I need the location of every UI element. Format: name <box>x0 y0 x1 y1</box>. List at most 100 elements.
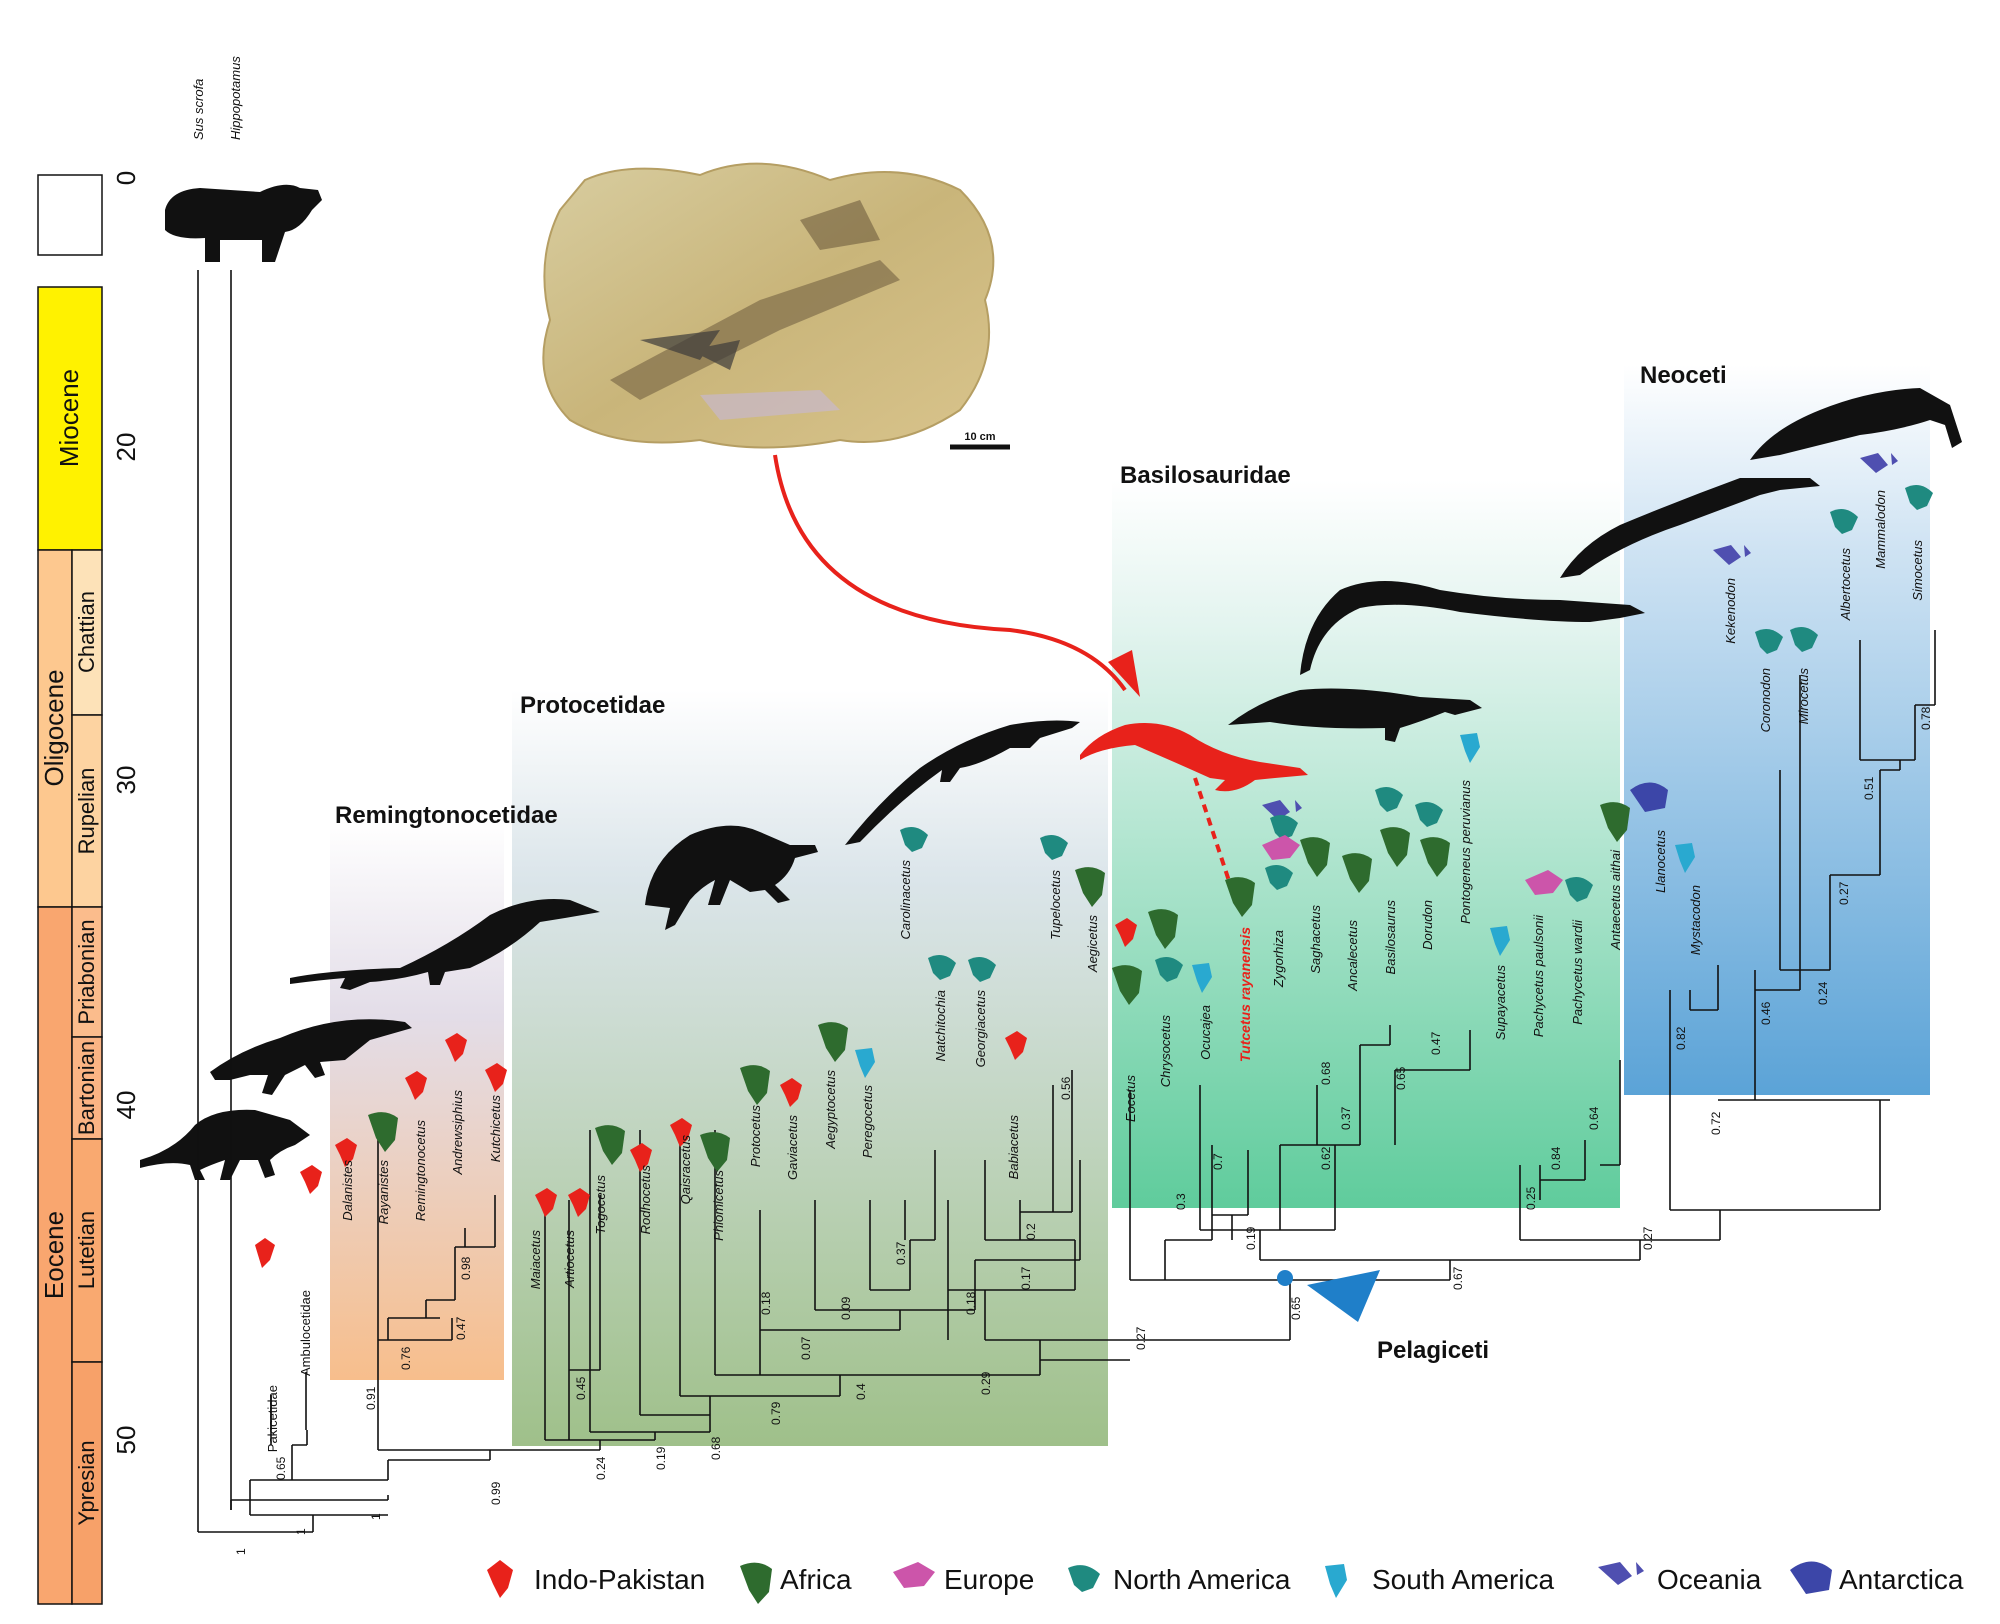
remingtonocetidae-box <box>330 820 504 1380</box>
support-value: 0.47 <box>454 1316 468 1340</box>
geologic-time-scale: Miocene Oligocene Eocene Chattian Rupeli… <box>37 171 141 1605</box>
support-value: 0.07 <box>799 1336 813 1360</box>
tick-50: 50 <box>111 1426 141 1455</box>
taxon-label: Dorudon <box>1420 900 1435 950</box>
stage-chattian: Chattian <box>74 591 99 673</box>
support-value: 0.56 <box>1059 1076 1073 1100</box>
support-value: 0.17 <box>1019 1266 1033 1290</box>
indo-pakistan-icon <box>1005 1031 1027 1060</box>
tick-0: 0 <box>111 171 141 185</box>
tutcetus-silhouette <box>1080 722 1308 792</box>
support-value: 0.7 <box>1211 1153 1225 1170</box>
ypresian-box <box>71 1361 103 1605</box>
protocetid-walking-silhouette <box>645 825 818 930</box>
basilosaurid-silhouette <box>1228 688 1482 742</box>
support-value: 0.19 <box>654 1446 668 1470</box>
legend-oceania-icon <box>1598 1562 1644 1585</box>
support-value: 0.37 <box>1339 1106 1353 1130</box>
clade-basilosauridae: Basilosauridae <box>1120 462 1291 489</box>
taxon-label: Rayanistes <box>376 1160 391 1225</box>
support-value: 0.65 <box>1289 1296 1303 1320</box>
legend-africa: Africa <box>780 1564 852 1595</box>
taxon-label: Protocetus <box>748 1105 763 1168</box>
taxon-label: Dalanistes <box>340 1160 355 1221</box>
clade-protocetidae: Protocetidae <box>520 692 665 719</box>
support-value: 0.62 <box>1319 1146 1333 1170</box>
ambulocetid-silhouette <box>210 1019 412 1095</box>
taxon-label: Qaisracetus <box>678 1135 693 1205</box>
north-america-icon <box>968 956 996 982</box>
africa-icon <box>1300 837 1330 877</box>
indo-pakistan-icon <box>255 1238 275 1268</box>
support-value: 0.68 <box>709 1436 723 1460</box>
oceania-icon <box>1713 545 1751 565</box>
north-america-icon <box>1265 864 1293 890</box>
fossil-photo: 10 cm <box>542 162 1010 450</box>
tutcetus-link <box>1193 777 1234 891</box>
tick-20: 20 <box>111 433 141 462</box>
support-value: 0.82 <box>1674 1026 1688 1050</box>
support-value: 0.27 <box>1641 1226 1655 1250</box>
africa-icon <box>1420 837 1450 877</box>
legend-africa-icon <box>740 1562 772 1604</box>
miocene-box <box>37 286 103 551</box>
taxon-label: Natchitochia <box>933 990 948 1062</box>
africa-icon <box>1075 867 1105 907</box>
north-america-icon <box>1905 484 1933 510</box>
epoch-eocene: Eocene <box>39 1211 69 1299</box>
fossil-pointer-arrow <box>773 454 1127 692</box>
chattian-box <box>71 549 103 716</box>
legend-antarctica: Antarctica <box>1839 1564 1964 1595</box>
pakicetid-silhouette <box>140 1109 310 1180</box>
taxon-label: Pakicetidae <box>265 1385 280 1452</box>
taxon-label: Chrysocetus <box>1158 1015 1173 1088</box>
indo-pakistan-icon <box>670 1118 692 1147</box>
tutcetus-label: Tutcetus rayanensis <box>1237 927 1253 1062</box>
support-value: 0.25 <box>1524 1186 1538 1210</box>
legend-south-america-icon <box>1325 1564 1347 1598</box>
taxon-label: Mirocetus <box>1796 668 1811 725</box>
fossil-pointer-arrowhead <box>1108 650 1140 697</box>
support-value: 0.2 <box>1024 1223 1038 1240</box>
stage-priabonian: Priabonian <box>74 919 99 1024</box>
lutetian-box <box>71 1138 103 1363</box>
north-america-icon <box>1790 626 1818 652</box>
taxon-label: Sus scrofa <box>191 79 206 140</box>
africa-icon <box>700 1132 730 1172</box>
indo-pakistan-icon <box>780 1078 802 1107</box>
bartonian-box <box>71 1036 103 1140</box>
taxon-label: Llanocetus <box>1653 830 1668 893</box>
taxon-label: Peregocetus <box>860 1085 875 1158</box>
taxon-label: Hippopotamus <box>228 56 243 140</box>
taxon-label: Mammalodon <box>1873 490 1888 569</box>
clade-pelagiceti: Pelagiceti <box>1377 1337 1489 1364</box>
north-america-icon <box>1155 956 1183 982</box>
africa-icon <box>818 1022 848 1062</box>
taxon-labels: Sus scrofa Hippopotamus Pakicetidae Ambu… <box>191 56 1925 1453</box>
north-america-icon <box>1565 876 1593 902</box>
taxon-label: Togocetus <box>593 1175 608 1235</box>
support-value: 0.45 <box>574 1376 588 1400</box>
indo-pakistan-icon <box>568 1188 590 1217</box>
taxon-label: Aegyptocetus <box>823 1070 838 1150</box>
support-value: 0.18 <box>759 1291 773 1315</box>
indo-pakistan-icon <box>335 1138 357 1167</box>
africa-icon <box>1225 877 1255 917</box>
north-america-icon <box>900 826 928 852</box>
taxon-label: Phiomicetus <box>711 1170 726 1241</box>
stage-lutetian: Lutetian <box>74 1211 99 1289</box>
south-america-icon <box>1460 733 1480 763</box>
taxon-label: Remingtonocetus <box>413 1120 428 1222</box>
support-value: 0.65 <box>274 1456 288 1480</box>
support-value: 0.51 <box>1862 776 1876 800</box>
south-america-icon <box>855 1048 875 1078</box>
support-value: 0.27 <box>1837 881 1851 905</box>
indo-pakistan-icon <box>300 1165 322 1194</box>
region-icons <box>255 453 1933 1268</box>
support-value: 0.64 <box>1587 1106 1601 1130</box>
legend-europe: Europe <box>944 1564 1034 1595</box>
north-america-icon <box>1270 814 1298 840</box>
south-america-icon <box>1675 843 1695 873</box>
support-value: 0.98 <box>459 1256 473 1280</box>
taxon-label: Carolinacetus <box>898 860 913 940</box>
